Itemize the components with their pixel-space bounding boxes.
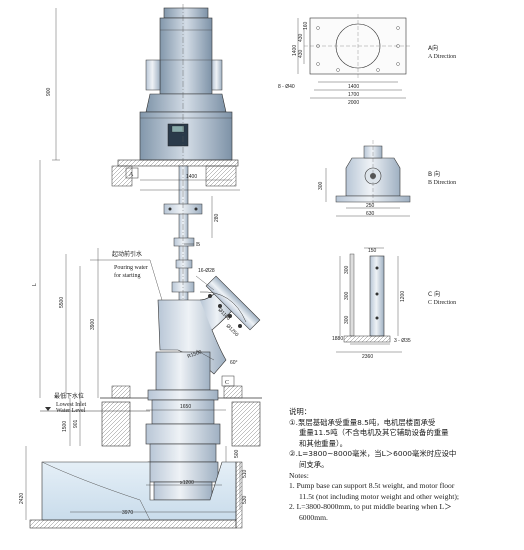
- note-cn-1c: 和其他重量）。: [299, 438, 348, 448]
- svg-text:1700: 1700: [348, 92, 359, 98]
- svg-text:430: 430: [298, 33, 304, 42]
- svg-text:1400: 1400: [292, 45, 298, 56]
- annotation-pouring-water: 起动前引水 Pouring water for starting: [112, 250, 148, 279]
- svg-text:C Direction: C Direction: [428, 300, 456, 306]
- svg-text:1200: 1200: [400, 291, 406, 302]
- section-markers: A B C: [125, 167, 235, 387]
- svg-text:L: L: [32, 283, 38, 286]
- note-en-1b: 11.5t (not including motor weight and ot…: [299, 491, 460, 501]
- svg-text:起动前引水: 起动前引水: [112, 250, 142, 258]
- svg-text:510: 510: [242, 469, 248, 478]
- svg-text:≥1200: ≥1200: [180, 480, 194, 486]
- svg-text:150: 150: [368, 248, 377, 254]
- svg-text:2420: 2420: [19, 493, 25, 504]
- pump-column: [145, 351, 221, 501]
- view-a-base-plate: 1400 1700 2000 1400 430 430 160 8 - Ø40 …: [278, 14, 456, 106]
- svg-text:3900: 3900: [90, 319, 96, 330]
- sump-walls: [29, 401, 261, 529]
- svg-text:8 - Ø40: 8 - Ø40: [278, 84, 295, 90]
- marker-a-label: A: [129, 172, 134, 178]
- svg-text:1880: 1880: [332, 336, 343, 342]
- note-cn-1a: ①.泵层基础承受重量8.5吨，电机层楼面承受: [289, 417, 436, 427]
- motor-floor-slab: [111, 159, 239, 187]
- svg-text:300: 300: [318, 181, 324, 190]
- svg-text:2000: 2000: [348, 100, 359, 106]
- svg-text:160: 160: [303, 21, 309, 30]
- svg-text:500: 500: [234, 449, 240, 458]
- view-c-support-plate: 150 300 300 300 1200 1880 2360 3 - Ø35 C…: [332, 247, 456, 360]
- svg-text:5500: 5500: [59, 297, 65, 308]
- svg-text:16-Ø28: 16-Ø28: [198, 268, 215, 274]
- notes-title-cn: 说明：: [289, 407, 312, 416]
- motor-assembly: [139, 7, 233, 161]
- annotation-lowest-water-level: 最低下水位 Lowest Inlet Water Level: [54, 392, 86, 414]
- svg-text:300: 300: [344, 265, 350, 274]
- note-cn-2a: ②.L=3800~8000毫米，当L＞6000毫米时应设中: [289, 449, 457, 459]
- svg-text:Water Level: Water Level: [56, 408, 86, 414]
- note-en-2a: 2. L=3800-8000mm, to put middle bearing …: [289, 502, 452, 512]
- notes-block: 说明： ①.泵层基础承受重量8.5吨，电机层楼面承受 重量11.5吨（不含电机及…: [289, 407, 519, 524]
- marker-c-label: C: [225, 380, 229, 386]
- svg-text:1400: 1400: [348, 84, 359, 90]
- note-cn-2b: 间支承。: [299, 459, 329, 469]
- main-dimension-lines: [25, 8, 241, 520]
- svg-text:530: 530: [242, 495, 248, 504]
- svg-text:630: 630: [366, 211, 375, 217]
- svg-text:280: 280: [214, 213, 220, 222]
- svg-text:R1500: R1500: [187, 349, 203, 360]
- note-cn-1b: 重量11.5吨（不含电机及其它辅助设备的重量: [299, 428, 449, 438]
- notes-title-en: Notes:: [289, 470, 309, 480]
- svg-text:1500: 1500: [62, 421, 68, 432]
- svg-text:B 向: B 向: [428, 170, 440, 178]
- svg-text:300: 300: [344, 291, 350, 300]
- note-en-2b: 6000mm.: [299, 512, 328, 522]
- svg-text:B Direction: B Direction: [428, 180, 456, 186]
- svg-text:最低下水位: 最低下水位: [54, 392, 84, 400]
- svg-text:901: 901: [73, 419, 79, 428]
- svg-text:430: 430: [298, 49, 304, 58]
- svg-text:A向: A向: [428, 44, 438, 52]
- note-en-1a: 1. Pump base can support 8.5t weight, an…: [289, 481, 455, 491]
- svg-text:for starting: for starting: [114, 272, 141, 279]
- marker-b-label: B: [196, 242, 200, 248]
- water-level-marker: [40, 407, 150, 412]
- svg-text:250: 250: [366, 203, 375, 209]
- svg-text:A Direction: A Direction: [428, 54, 456, 60]
- svg-text:1400: 1400: [186, 174, 197, 180]
- view-b-bearing-bracket: 250 630 300 B 向 B Direction: [318, 140, 456, 217]
- svg-text:3970: 3970: [122, 510, 133, 516]
- svg-text:1650: 1650: [180, 404, 191, 410]
- svg-text:2360: 2360: [362, 354, 373, 360]
- svg-text:Pouring water: Pouring water: [114, 265, 148, 271]
- svg-text:Ø1250: Ø1250: [225, 323, 240, 338]
- svg-text:300: 300: [344, 315, 350, 324]
- svg-text:C 向: C 向: [428, 290, 440, 298]
- svg-text:900: 900: [46, 87, 52, 96]
- svg-text:60°: 60°: [230, 360, 238, 366]
- svg-text:Lowest Inlet: Lowest Inlet: [56, 402, 86, 408]
- svg-text:3 - Ø35: 3 - Ø35: [394, 338, 411, 344]
